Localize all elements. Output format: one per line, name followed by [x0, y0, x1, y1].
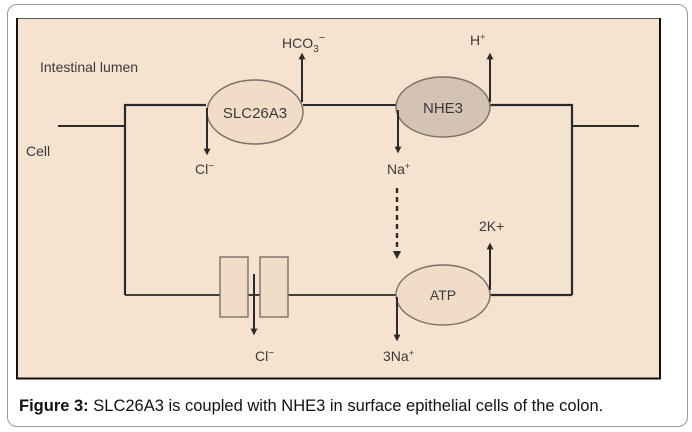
k2-label: 2K+ — [479, 218, 504, 234]
cl-channel-right[interactable] — [259, 256, 289, 318]
nhe3-label: NHE3 — [423, 100, 463, 117]
h-superscript: + — [480, 32, 485, 42]
cl-bottom-text: Cl — [255, 348, 268, 364]
cl-top-superscript: − — [208, 161, 214, 172]
apical-membrane-right — [490, 103, 574, 295]
caption-text: SLC26A3 is coupled with NHE3 in surface … — [88, 397, 604, 415]
apical-membrane — [123, 103, 206, 295]
cl-top-label: Cl− — [195, 161, 214, 177]
slc26a3-label: SLC26A3 — [223, 105, 287, 122]
hco3-subscript: 3 — [313, 44, 319, 55]
hco3-superscript: − — [319, 32, 325, 44]
cl-channel-left[interactable] — [219, 256, 249, 318]
figure-caption: Figure 3: SLC26A3 is coupled with NHE3 i… — [19, 397, 679, 416]
hco3-text: HCO — [282, 35, 313, 51]
na-label: Na+ — [387, 161, 410, 177]
figure-panel-rect — [16, 18, 314, 379]
cl-top-text: Cl — [195, 161, 208, 177]
intestinal-lumen-label: Intestinal lumen — [40, 59, 138, 75]
hco3-label: HCO3− — [282, 32, 325, 55]
cl-bottom-label: Cl− — [255, 348, 274, 364]
h-text: H — [470, 32, 480, 48]
figure-panel-right — [314, 18, 661, 379]
caption-prefix: Figure 3: — [19, 397, 89, 415]
nhe3-transporter[interactable] — [395, 76, 491, 138]
na3-text: 3Na — [383, 348, 409, 364]
h-label: H+ — [470, 32, 485, 48]
cl-bottom-superscript: − — [268, 348, 274, 359]
na-text: Na — [387, 161, 405, 177]
cell-label: Cell — [26, 143, 50, 159]
na-superscript: + — [405, 161, 410, 171]
atp-label: ATP — [430, 287, 456, 303]
na3-superscript: + — [409, 348, 414, 358]
na3-label: 3Na+ — [383, 348, 414, 364]
atp-pump[interactable] — [395, 264, 491, 326]
